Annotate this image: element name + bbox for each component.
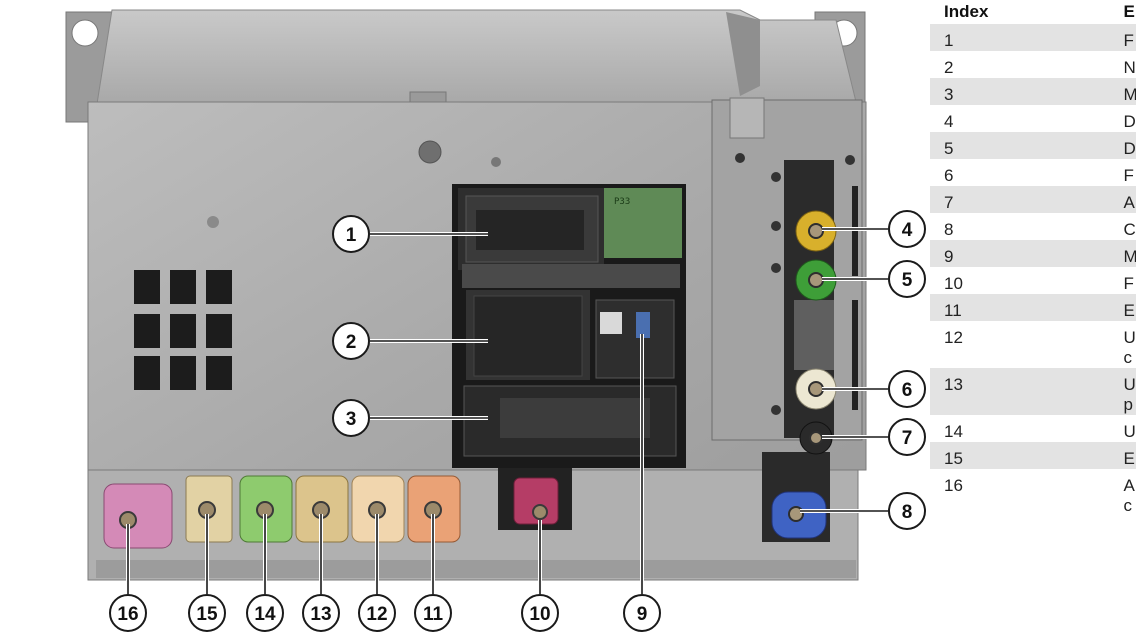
callout-marker-1: 1 <box>332 215 370 253</box>
row-text: U <box>1123 422 1136 441</box>
row-index: 2 <box>944 58 954 77</box>
callout-label: 2 <box>346 332 357 353</box>
row-text-line2: p <box>1123 395 1133 414</box>
row-text: E <box>1049 442 1136 469</box>
callout-marker-9: 9 <box>623 594 661 632</box>
callout-label: 1 <box>346 225 357 246</box>
row-text: F <box>1123 274 1134 293</box>
callout-label: 16 <box>117 604 138 625</box>
callout-label: 8 <box>902 502 913 523</box>
row-text: M <box>1049 78 1136 105</box>
callout-label: 13 <box>310 604 331 625</box>
row-index: 16 <box>944 476 963 495</box>
callout-marker-11: 11 <box>414 594 452 632</box>
callout-marker-6: 6 <box>888 370 926 408</box>
row-text-line1: U <box>1123 375 1136 394</box>
housing-top <box>95 9 859 111</box>
callout-marker-4: 4 <box>888 210 926 248</box>
row-text-line2: c <box>1123 348 1133 367</box>
callout-label: 12 <box>366 604 387 625</box>
leader-lines-core <box>127 228 888 594</box>
row-text: D <box>1123 112 1136 131</box>
row-index: 14 <box>944 422 963 441</box>
callout-marker-2: 2 <box>332 322 370 360</box>
row-index: 15 <box>930 442 1050 469</box>
row-index: 12 <box>944 328 963 347</box>
row-text-line1: U <box>1123 328 1136 347</box>
callout-marker-5: 5 <box>888 260 926 298</box>
chip-label: P33 <box>614 197 630 207</box>
callout-label: 14 <box>254 604 276 625</box>
callout-label: 4 <box>902 220 913 241</box>
callout-marker-3: 3 <box>332 399 370 437</box>
callout-label: 11 <box>423 604 444 625</box>
callout-marker-13: 13 <box>302 594 340 632</box>
row-text: N <box>1123 58 1136 77</box>
row-text: C <box>1123 220 1136 239</box>
callout-marker-10: 10 <box>521 594 559 632</box>
callout-label: 9 <box>637 604 648 625</box>
callout-label: 5 <box>902 270 913 291</box>
callout-marker-15: 15 <box>188 594 226 632</box>
callout-marker-14: 14 <box>246 594 284 632</box>
row-index: 10 <box>944 274 963 293</box>
row-text: F <box>1123 166 1134 185</box>
row-index: 13 <box>930 368 1050 415</box>
control-unit-photo: P33 <box>65 9 926 632</box>
row-index: 5 <box>930 132 1050 159</box>
row-index: 1 <box>930 24 1050 51</box>
callout-label: 3 <box>346 409 357 430</box>
header-description: E <box>1123 2 1135 21</box>
row-index: 3 <box>930 78 1050 105</box>
header-index: Index <box>944 2 989 21</box>
table-row: 10 F <box>930 267 1136 294</box>
row-text-line2: c <box>1123 496 1133 515</box>
callout-marker-12: 12 <box>358 594 396 632</box>
row-text: F <box>1049 24 1136 51</box>
row-text: D <box>1049 132 1136 159</box>
callout-label: 10 <box>529 604 550 625</box>
row-index: 6 <box>944 166 954 185</box>
callout-marker-16: 16 <box>109 594 147 632</box>
callout-label: 6 <box>902 380 913 401</box>
table-header-row: Index E <box>930 0 1136 24</box>
row-index: 9 <box>930 240 1050 267</box>
table-row: 14 U <box>930 415 1136 442</box>
row-text: E <box>1049 294 1136 321</box>
row-index: 7 <box>930 186 1050 213</box>
row-index: 8 <box>944 220 954 239</box>
row-text: A <box>1049 186 1136 213</box>
row-text-line1: A <box>1123 476 1135 495</box>
row-index: 11 <box>930 294 1050 321</box>
callout-marker-7: 7 <box>888 418 926 456</box>
row-text: M <box>1049 240 1136 267</box>
callout-label: 7 <box>902 428 913 449</box>
callout-label: 15 <box>196 604 218 625</box>
row-index: 4 <box>944 112 954 131</box>
callout-marker-8: 8 <box>888 492 926 530</box>
vent-grid <box>134 270 232 390</box>
